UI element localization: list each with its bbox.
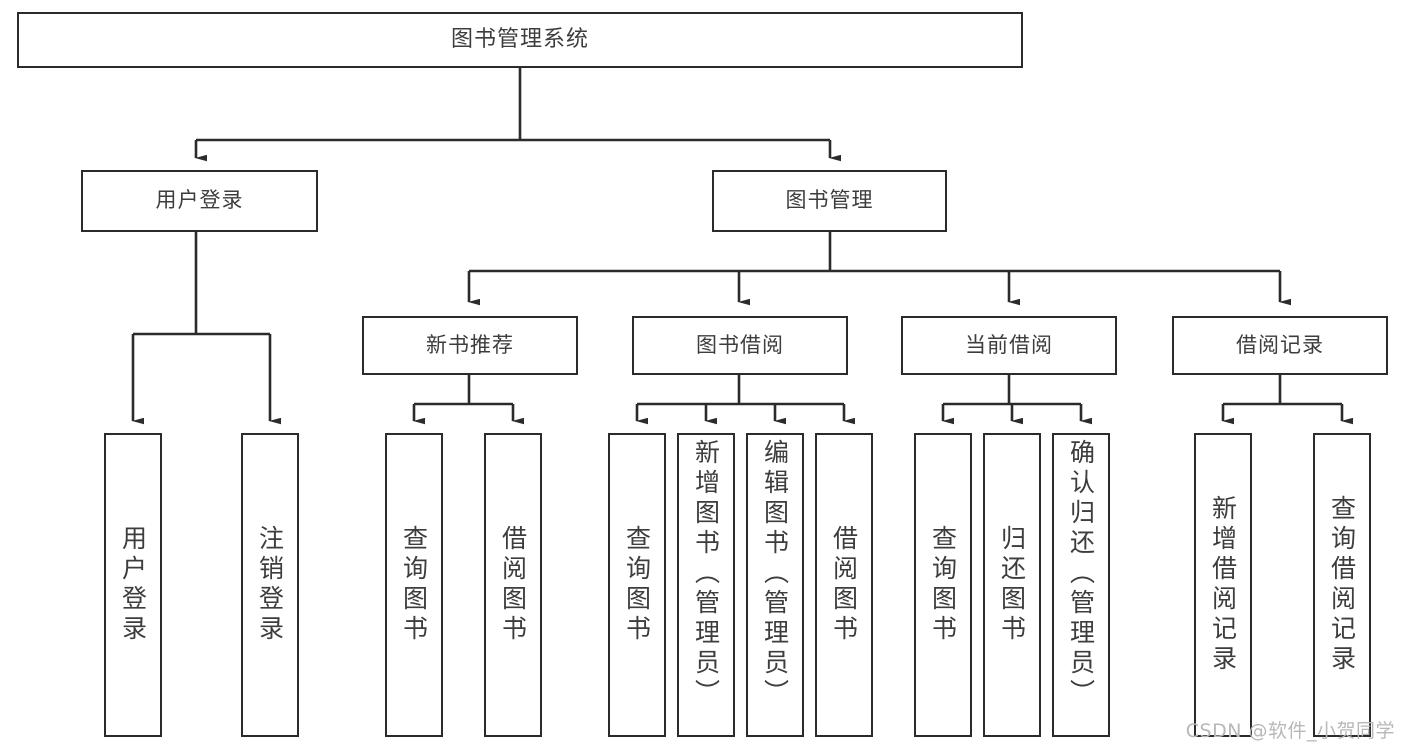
leaf-label: 归还图书 [997,525,1027,645]
leaf-label: 借阅图书 [498,525,528,645]
node-new-book-recommend[interactable]: 新书推荐 [362,316,578,375]
leaf-label: 新增借阅记录 [1208,495,1238,675]
leaf-user-login-login[interactable]: 用户登录 [104,433,162,737]
leaf-label: 借阅图书 [829,525,859,645]
node-current-borrow[interactable]: 当前借阅 [901,316,1117,375]
node-label: 图书借阅 [696,332,784,357]
csdn-watermark: CSDN @软件_小贺同学 [1185,720,1395,742]
leaf-current-return-book[interactable]: 归还图书 [983,433,1041,737]
leaf-current-query-book[interactable]: 查询图书 [914,433,972,737]
leaf-label: 注销登录 [255,525,285,645]
node-book-borrow[interactable]: 图书借阅 [632,316,848,375]
leaf-record-query-record[interactable]: 查询借阅记录 [1313,433,1371,737]
leaf-label: 查询图书 [622,525,652,645]
leaf-label: 用户登录 [118,525,148,645]
node-label: 当前借阅 [965,332,1053,357]
leaf-current-confirm-return-admin[interactable]: 确认归还（管理员） [1052,433,1110,737]
node-borrow-record[interactable]: 借阅记录 [1172,316,1388,375]
leaf-label: 查询借阅记录 [1327,495,1357,675]
leaf-recommend-borrow-book[interactable]: 借阅图书 [484,433,542,737]
node-label: 用户登录 [155,188,244,213]
leaf-borrow-edit-book-admin[interactable]: 编辑图书（管理员） [746,433,804,737]
node-label: 图书管理系统 [450,26,589,52]
node-book-management[interactable]: 图书管理 [712,170,947,232]
leaf-label: 查询图书 [928,525,958,645]
node-label: 新书推荐 [426,332,514,357]
node-label: 借阅记录 [1236,332,1324,357]
leaf-label: 新增图书（管理员） [691,439,721,709]
leaf-label: 确认归还（管理员） [1066,439,1096,709]
node-root-system[interactable]: 图书管理系统 [17,12,1023,68]
leaf-label: 编辑图书（管理员） [760,439,790,709]
leaf-borrow-borrow-book[interactable]: 借阅图书 [815,433,873,737]
leaf-recommend-query-book[interactable]: 查询图书 [385,433,443,737]
leaf-borrow-add-book-admin[interactable]: 新增图书（管理员） [677,433,735,737]
leaf-user-login-logout[interactable]: 注销登录 [241,433,299,737]
leaf-borrow-query-book[interactable]: 查询图书 [608,433,666,737]
leaf-label: 查询图书 [399,525,429,645]
node-user-login[interactable]: 用户登录 [81,170,318,232]
node-label: 图书管理 [785,188,874,213]
leaf-record-add-record[interactable]: 新增借阅记录 [1194,433,1252,737]
